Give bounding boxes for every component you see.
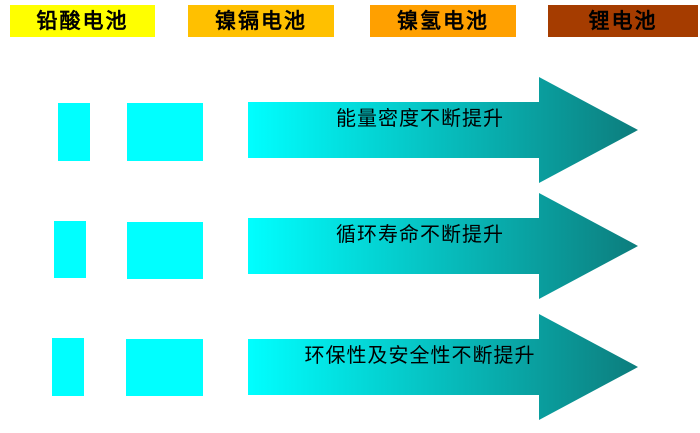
- bar-small-row1: [58, 103, 90, 161]
- trend-arrow-label-energy-density: 能量密度不断提升: [336, 108, 504, 130]
- bar-small-row3: [52, 338, 84, 396]
- battery-type-label-nicd: 镍镉电池: [215, 9, 307, 33]
- battery-type-label-nimh: 镍氢电池: [397, 9, 489, 33]
- bar-medium-row3: [126, 339, 203, 396]
- trend-arrow-label-safety: 环保性及安全性不断提升: [304, 345, 536, 367]
- battery-type-box-nimh: 镍氢电池: [370, 5, 516, 37]
- trend-arrow-energy-density: 能量密度不断提升: [248, 77, 638, 183]
- trend-arrow-label-cycle-life: 循环寿命不断提升: [336, 224, 504, 246]
- battery-type-box-lithium: 锂电池: [548, 5, 698, 37]
- trend-arrow-cycle-life: 循环寿命不断提升: [248, 193, 638, 299]
- bar-small-row2: [54, 221, 86, 278]
- trend-arrow-safety: 环保性及安全性不断提升: [248, 314, 638, 420]
- bar-medium-row2: [127, 222, 203, 279]
- battery-type-label-lead-acid: 铅酸电池: [36, 9, 129, 33]
- bar-medium-row1: [127, 103, 203, 161]
- battery-type-box-nicd: 镍镉电池: [188, 5, 334, 37]
- battery-type-label-lithium: 锂电池: [588, 9, 658, 33]
- battery-type-box-lead-acid: 铅酸电池: [10, 5, 155, 37]
